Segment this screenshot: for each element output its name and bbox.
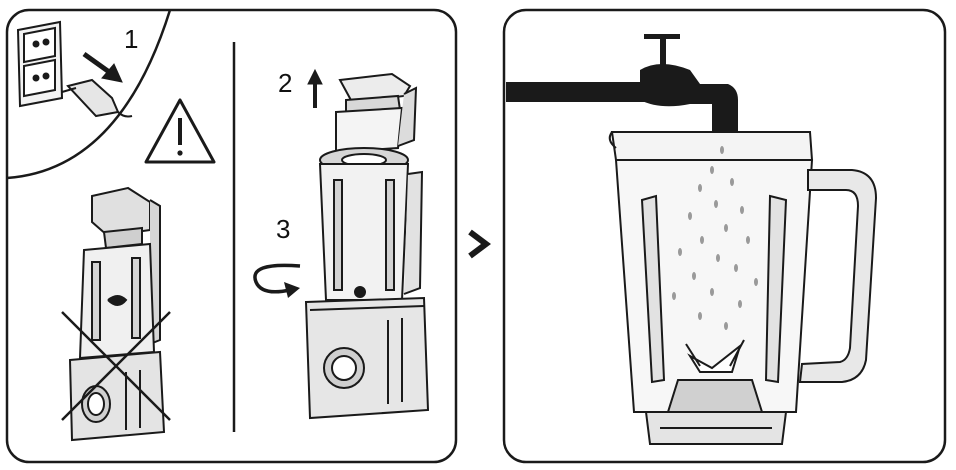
blender-jug-rinsing: [608, 131, 878, 445]
faucet: [506, 34, 738, 132]
step-number-1: 1: [124, 24, 138, 54]
inset-divider-arc: [6, 9, 172, 180]
chevron-right-icon: [468, 229, 491, 259]
water-drops: [672, 146, 758, 330]
step-number-2: 2: [278, 68, 292, 98]
rotate-arrow: [253, 263, 301, 298]
plug: [61, 78, 133, 118]
lift-arrow: [307, 68, 323, 108]
cross-out-icon: [61, 311, 171, 421]
wall-socket: [16, 20, 64, 108]
warning-triangle-icon: [144, 98, 216, 164]
step-number-3: 3: [276, 214, 290, 244]
unplug-arrow: [82, 51, 123, 83]
lifted-lid: [335, 72, 418, 154]
assembled-blender: [68, 186, 166, 442]
blender-jug-on-base: [304, 147, 430, 420]
